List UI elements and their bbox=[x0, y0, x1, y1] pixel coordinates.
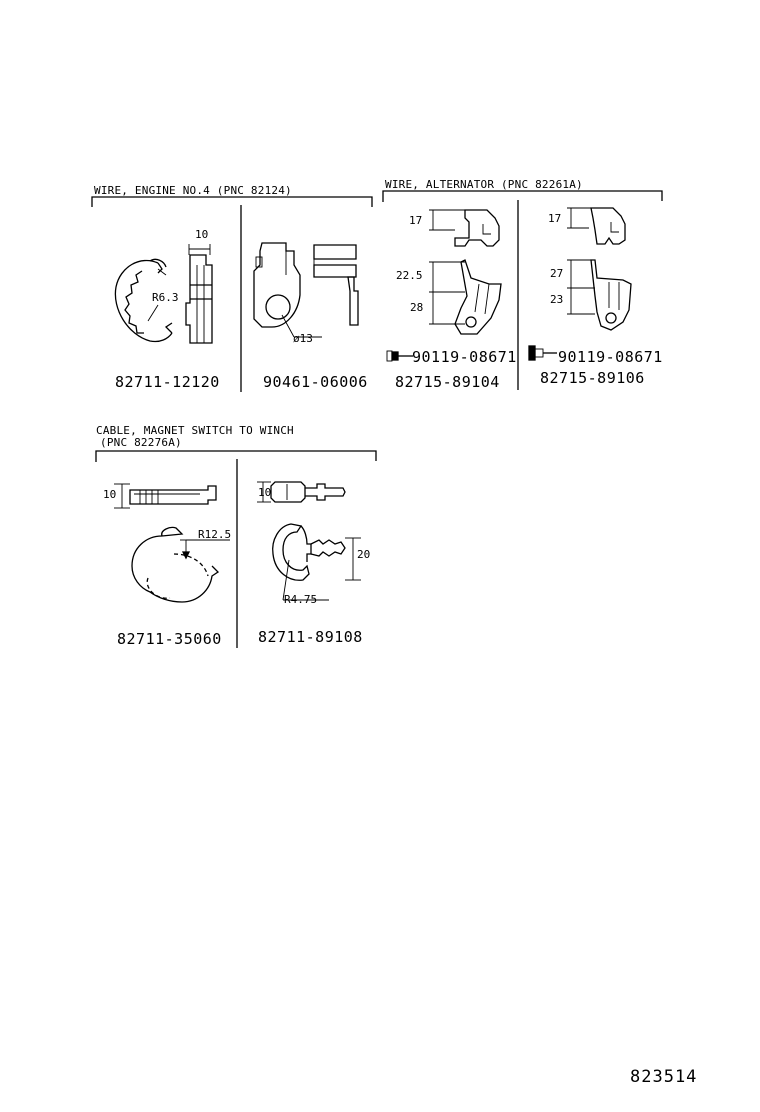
dim-82711-89108-height: 20 bbox=[357, 548, 371, 561]
bracket-drawing-82715-89104 bbox=[386, 209, 502, 362]
dim-82715-89104-bottom: 28 bbox=[410, 301, 424, 314]
dim-82711-12120-width: 10 bbox=[195, 228, 209, 241]
part-number-82715-89106: 82715-89106 bbox=[540, 369, 645, 387]
part-number-82711-89108: 82711-89108 bbox=[258, 628, 363, 646]
section-title-wire-alternator: WIRE, ALTERNATOR (PNC 82261A) bbox=[385, 178, 583, 191]
dim-82711-89108-radius: R4.75 bbox=[284, 593, 318, 606]
clamp-drawing-82711-12120 bbox=[114, 244, 213, 344]
dim-90461-06006-diameter: ø13 bbox=[293, 332, 313, 345]
dim-82715-89106-bottom: 23 bbox=[550, 293, 564, 306]
part-number-82715-89104: 82715-89104 bbox=[395, 373, 500, 391]
dim-82711-12120-radius: R6.3 bbox=[152, 291, 179, 304]
dim-82715-89104-middle: 22.5 bbox=[396, 269, 423, 282]
clamp-drawing-82711-35060 bbox=[114, 483, 230, 603]
part-number-82711-12120: 82711-12120 bbox=[115, 373, 220, 391]
part-number-82711-35060: 82711-35060 bbox=[117, 630, 222, 648]
section-subtitle-cable-winch: (PNC 82276A) bbox=[100, 436, 182, 449]
section-title-cable-winch: CABLE, MAGNET SWITCH TO WINCH bbox=[96, 424, 294, 437]
dim-82711-35060-radius: R12.5 bbox=[198, 528, 232, 541]
dim-82715-89106-middle: 27 bbox=[550, 267, 564, 280]
clamp-drawing-90461-06006 bbox=[253, 242, 359, 338]
dim-82715-89104-top: 17 bbox=[409, 214, 423, 227]
bolt-number-82715-89104: 90119-08671 bbox=[412, 348, 517, 366]
clamp-drawing-82711-89108 bbox=[257, 481, 361, 601]
dim-82715-89106-top: 17 bbox=[548, 212, 562, 225]
section-title-wire-engine: WIRE, ENGINE NO.4 (PNC 82124) bbox=[94, 184, 292, 197]
dim-82711-35060-width: 10 bbox=[103, 488, 117, 501]
part-number-90461-06006: 90461-06006 bbox=[263, 373, 368, 391]
diagram-number: 823514 bbox=[630, 1067, 698, 1087]
dim-82711-89108-width: 10 bbox=[258, 486, 272, 499]
bolt-number-82715-89106: 90119-08671 bbox=[558, 348, 663, 366]
bracket-drawing-82715-89106 bbox=[528, 207, 632, 361]
